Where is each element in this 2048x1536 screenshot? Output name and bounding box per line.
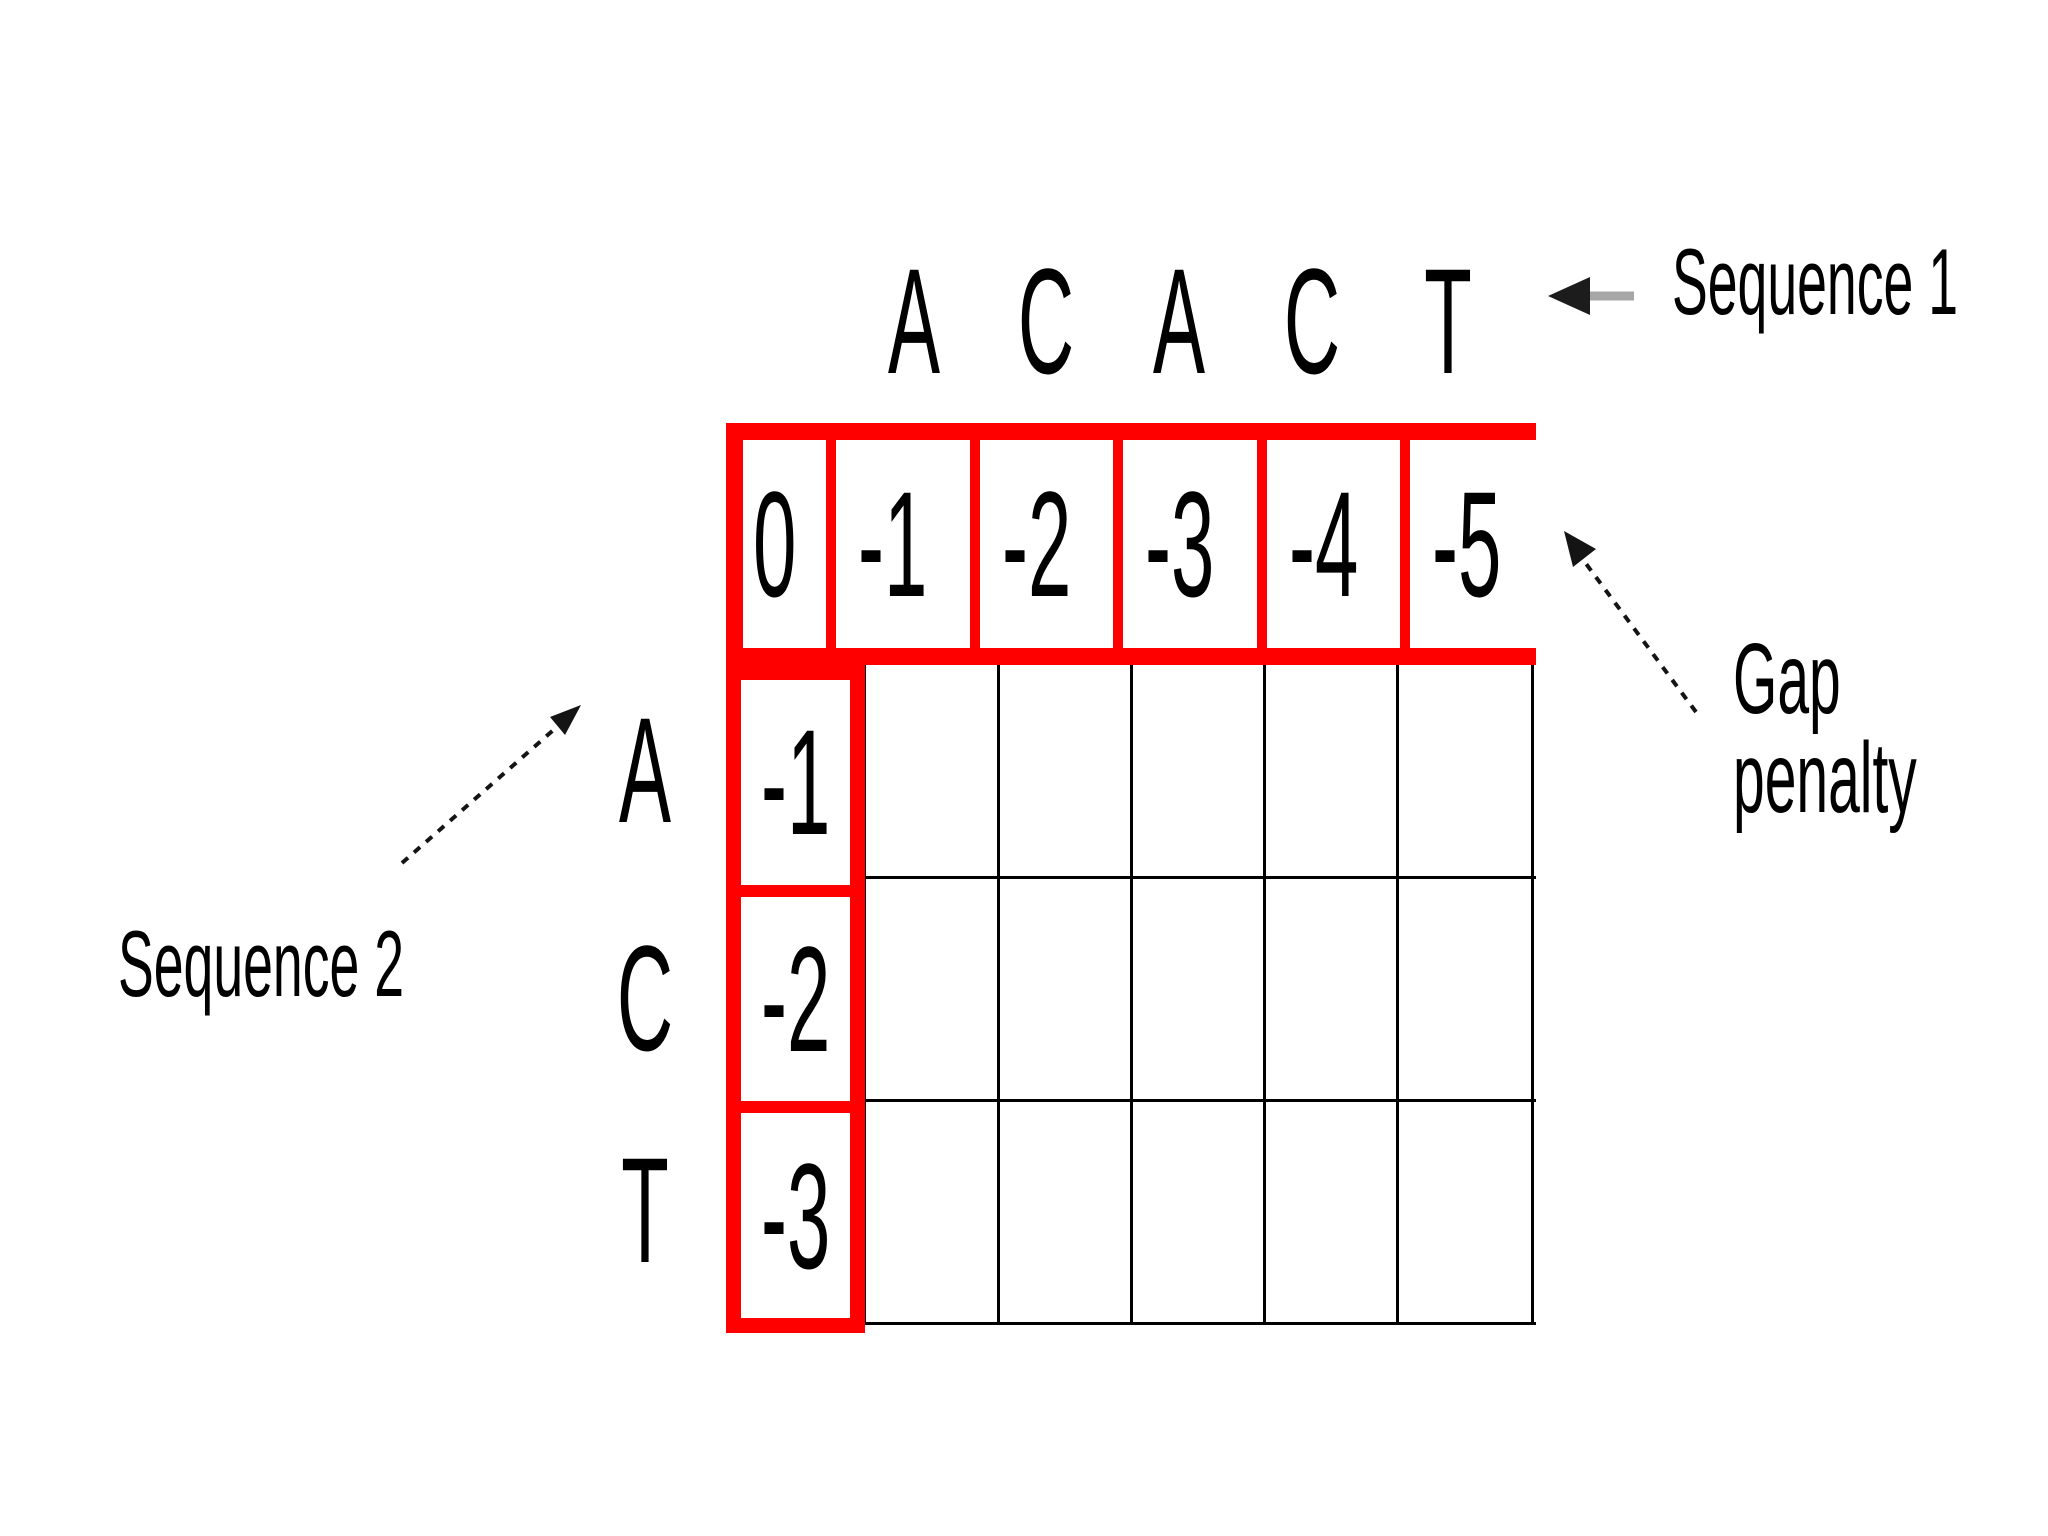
gap-penalty-label-line1: Gap: [1733, 623, 1841, 735]
matrix-cell-row0-col0: 0: [743, 440, 827, 648]
sequence1-label: Sequence 1: [1672, 229, 1959, 334]
sequence1-letter-1: A: [887, 237, 941, 405]
matrix-cell-row0-col3: -3: [1123, 440, 1257, 648]
gap-penalty-row: 0 -1 -2 -3 -4 -5: [726, 423, 1544, 665]
matrix-cell-row0-col2: -2: [979, 440, 1114, 648]
matrix-cell-row0-col1: -1: [836, 440, 970, 648]
sequence1-letter-2: C: [1017, 237, 1075, 405]
sequence2-letter-1: A: [618, 686, 672, 854]
sequence2-arrow: [400, 705, 581, 865]
matrix-cell-row2-col0: -2: [741, 896, 850, 1102]
grid-line-vertical: [1396, 655, 1399, 1325]
grid-line-vertical: [997, 655, 1000, 1325]
grid-line-horizontal: [865, 1099, 1536, 1102]
grid-line-vertical: [1263, 655, 1266, 1325]
sequence2-label: Sequence 2: [118, 911, 405, 1016]
grid-line-vertical: [1531, 655, 1534, 1325]
sequence1-letter-4: C: [1283, 237, 1341, 405]
sequence1-letter-3: A: [1152, 237, 1206, 405]
grid-line-horizontal: [865, 876, 1536, 879]
matrix-cell-row0-col5: -5: [1409, 440, 1544, 648]
gap-penalty-label-line2: penalty: [1733, 722, 1917, 834]
grid-line-horizontal: [865, 1322, 1536, 1325]
sequence2-letter-3: T: [621, 1126, 669, 1294]
matrix-cell-row0-col4: -4: [1266, 440, 1400, 648]
grid-line-vertical: [1130, 655, 1133, 1325]
gap-penalty-label: Gap penalty: [1733, 623, 1917, 834]
matrix-cell-row1-col0: -1: [741, 680, 850, 885]
gap-penalty-arrow: [1564, 531, 1698, 714]
sequence1-arrow: [1548, 277, 1634, 315]
sequence1-letter-5: T: [1424, 237, 1472, 405]
sequence2-letter-2: C: [616, 914, 674, 1082]
gap-penalty-column: -1 -2 -3: [726, 665, 865, 1333]
matrix-cell-row3-col0: -3: [741, 1113, 850, 1319]
